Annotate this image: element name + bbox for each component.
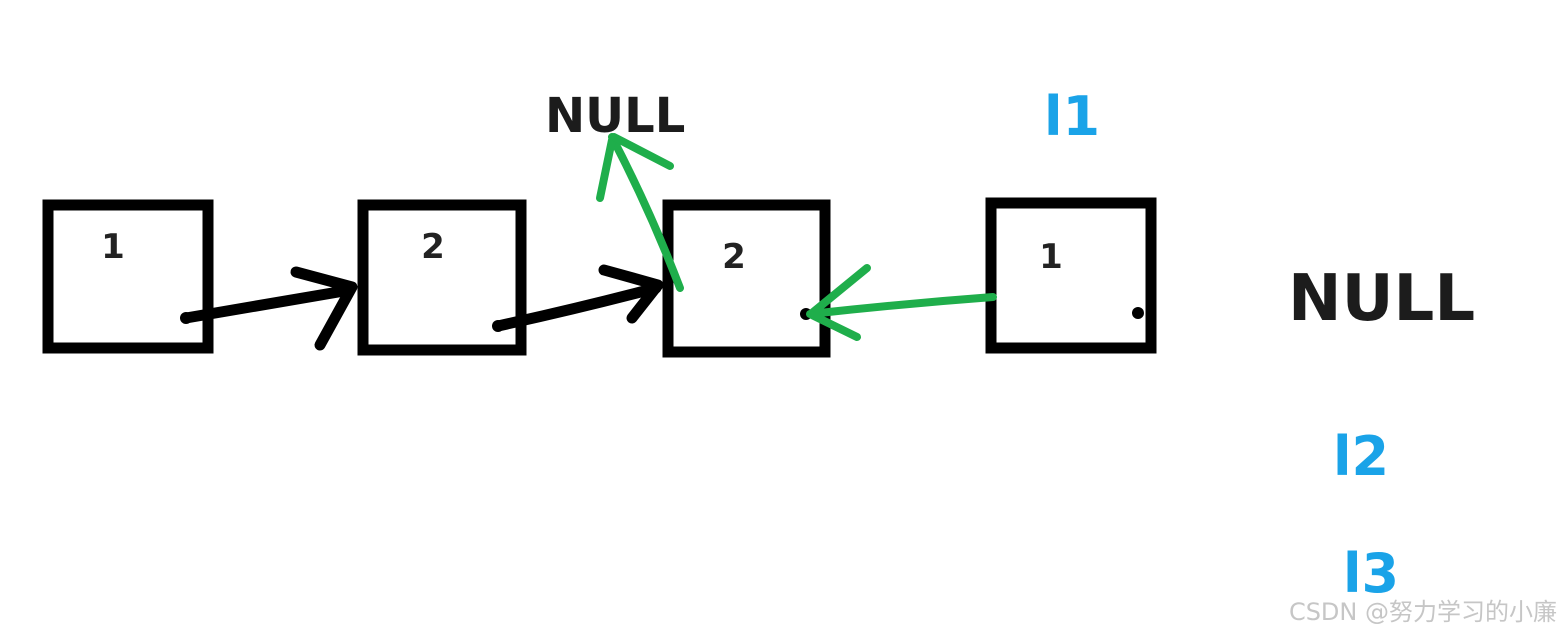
- node-box-4: [985, 197, 1157, 354]
- green-arrow-head-1a: [596, 136, 616, 202]
- null-label-right: NULL: [1288, 262, 1475, 336]
- green-arrow-shaft-1: [608, 133, 684, 292]
- arrow-node1-to-node2: [180, 266, 358, 351]
- arrow-head-2: [598, 264, 664, 324]
- green-arrow-node4-to-node3: [806, 264, 997, 341]
- arrow-head-1: [290, 266, 358, 351]
- node-value-4: 1: [1039, 237, 1063, 277]
- null-label-top: NULL: [545, 88, 685, 144]
- next-dot-1: [180, 312, 192, 324]
- pointer-label-l1: l1: [1044, 85, 1100, 148]
- arrow-node2-to-node3: [492, 264, 664, 332]
- node-box-1: [42, 199, 214, 354]
- green-arrow-head-1b: [610, 133, 674, 170]
- green-arrow-node3-to-null: [596, 133, 684, 292]
- next-dot-4: [1132, 307, 1144, 319]
- node-box-3: [662, 199, 831, 358]
- arrow-shaft-2: [492, 282, 662, 332]
- node-value-2: 2: [421, 227, 445, 267]
- node-value-1: 1: [101, 227, 125, 267]
- green-arrow-head-2b: [808, 311, 861, 341]
- green-arrow-head-2a: [808, 264, 871, 317]
- watermark-text: CSDN @努力学习的小廉: [1288, 598, 1557, 626]
- pointer-label-l2: l2: [1333, 425, 1389, 488]
- node-value-3: 2: [722, 237, 746, 277]
- next-dot-2: [492, 320, 504, 332]
- arrow-shaft-1: [180, 284, 356, 324]
- node-box-2: [357, 199, 527, 356]
- green-arrow-shaft-2: [806, 293, 997, 318]
- pointer-label-l3: l3: [1343, 542, 1399, 605]
